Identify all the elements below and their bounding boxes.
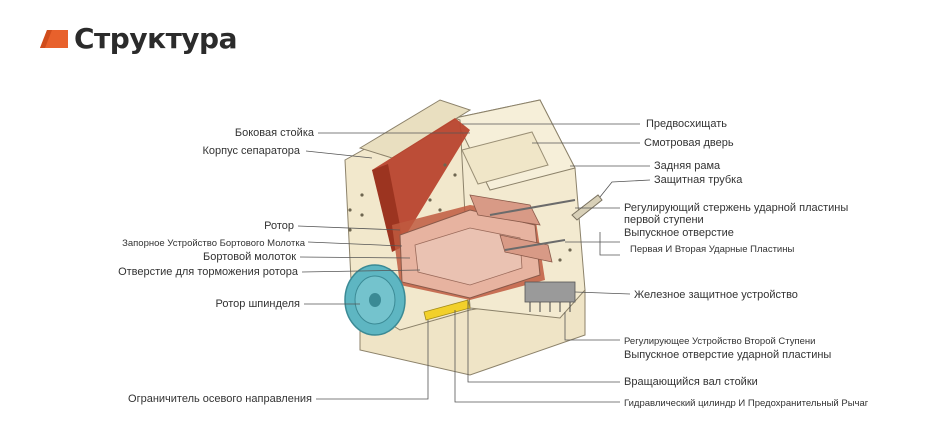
label-first-stage: первой ступени bbox=[624, 214, 704, 226]
inspection-door bbox=[461, 131, 549, 185]
impact-plate-1 bbox=[469, 194, 541, 226]
label-hydraulic-cylinder: Гидравлический цилиндр И Предохранительн… bbox=[624, 398, 869, 409]
label-rotor: Ротор bbox=[264, 220, 294, 232]
header: Структура bbox=[38, 18, 238, 58]
label-side-hammer: Бортовой молоток bbox=[203, 251, 296, 263]
label-impact-discharge: Выпускное отверстие ударной пластины bbox=[624, 349, 832, 361]
label-inspection-door: Смотровая дверь bbox=[644, 137, 734, 149]
label-pre-screen: Предвосхищать bbox=[646, 118, 727, 130]
label-iron-protection: Железное защитное устройство bbox=[634, 289, 798, 301]
page-title: Структура bbox=[74, 21, 238, 55]
label-discharge-opening: Выпускное отверстие bbox=[624, 227, 734, 239]
label-protective-tube: Защитная трубка bbox=[654, 174, 743, 186]
label-rotating-shaft: Вращающийся вал стойки bbox=[624, 376, 758, 388]
crusher-machine bbox=[344, 99, 603, 376]
iron-protection bbox=[524, 281, 576, 303]
label-first-stage-rod: Регулирующий стержень ударной пластины bbox=[624, 202, 849, 214]
label-impact-plates: Первая И Вторая Ударные Пластины bbox=[630, 244, 795, 255]
label-axial-limiter: Ограничитель осевого направления bbox=[128, 393, 312, 405]
label-second-stage-adjust: Регулирующее Устройство Второй Ступени bbox=[624, 336, 816, 347]
impact-plate-2 bbox=[499, 234, 553, 263]
label-hammer-lock: Запорное Устройство Бортового Молотка bbox=[122, 238, 305, 249]
protective-tube bbox=[571, 194, 603, 221]
label-rotor-brake-hole: Отверстие для торможения ротора bbox=[118, 266, 298, 278]
label-spindle-rotor: Ротор шпинделя bbox=[215, 298, 300, 310]
side-stand bbox=[358, 99, 472, 159]
label-rear-frame: Задняя рама bbox=[654, 160, 721, 172]
axial-limiter-rod bbox=[423, 299, 471, 321]
leader-lines bbox=[297, 123, 651, 403]
label-separator-body: Корпус сепаратора bbox=[202, 145, 301, 157]
label-side-stand: Боковая стойка bbox=[234, 127, 314, 139]
title-marker-icon bbox=[40, 30, 68, 48]
